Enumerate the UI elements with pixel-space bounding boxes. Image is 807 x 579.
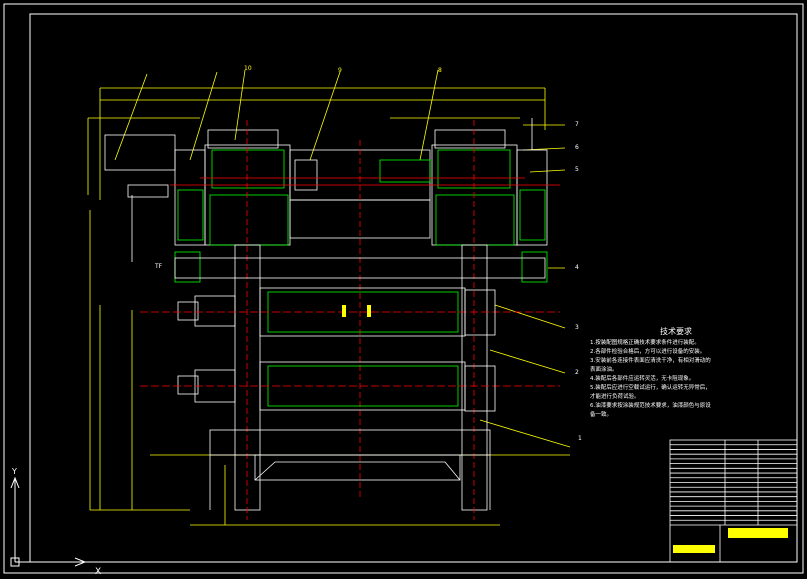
part-label-5: 5	[575, 166, 579, 173]
notes-title: 技术要求	[660, 326, 692, 336]
ucs-x-label: X	[95, 567, 101, 577]
part-label-6: 6	[575, 144, 579, 151]
part-number-labels: 10 9 8 7 6 5 4 3 2 1 TF	[154, 65, 582, 442]
part-label-7: 7	[575, 121, 579, 128]
upper-roller	[140, 287, 560, 337]
part-label-1: 1	[578, 435, 582, 442]
note-line-4: 表面涂油。	[590, 365, 618, 373]
note-line-3: 3.安装前各连接件表面应清洗干净，有相对滑动的	[590, 356, 711, 364]
part-label-10: 10	[244, 65, 252, 72]
title-block	[669, 439, 798, 563]
note-line-5: 4.装配后各部件应运转灵活，无卡阻现象。	[590, 374, 694, 382]
top-dimension-lines	[87, 87, 570, 526]
outer-frame	[3, 3, 804, 574]
note-line-1: 1.按装配图规格正确技术要求条件进行装配。	[590, 338, 700, 346]
note-line-8: 6.油漆要求按涂装规范技术要求，油漆颜色与原设	[590, 401, 711, 409]
ucs-icon	[10, 476, 87, 567]
note-line-2: 2.各部件检验合格后，方可以进行设备的安装。	[590, 347, 705, 355]
note-line-6: 5.装配后应进行空载试运行，确认运转无异常后，	[590, 383, 711, 391]
note-line-9: 备一致。	[590, 410, 612, 418]
part-label-4: 4	[575, 264, 579, 271]
part-label-8: 8	[438, 67, 442, 74]
lower-roller	[140, 361, 560, 412]
base-frame	[209, 429, 491, 510]
middle-beam	[174, 257, 546, 279]
vertical-posts	[234, 120, 488, 520]
part-leaders	[114, 69, 571, 448]
machine-assembly	[87, 69, 571, 526]
ucs-y-label: Y	[11, 467, 17, 476]
part-label-2: 2	[575, 369, 579, 376]
side-note-label: TF	[154, 263, 163, 270]
note-line-7: 才能进行负荷试验。	[590, 392, 640, 400]
part-label-9: 9	[338, 67, 342, 74]
right-drive-assembly	[431, 118, 548, 283]
top-crossbeam	[170, 149, 560, 239]
technical-requirements: 技术要求 1.按装配图规格正确技术要求条件进行装配。 2.各部件检验合格后，方可…	[590, 326, 711, 418]
left-drive-assembly	[104, 129, 291, 283]
inner-frame	[29, 13, 798, 563]
part-label-3: 3	[575, 324, 579, 331]
